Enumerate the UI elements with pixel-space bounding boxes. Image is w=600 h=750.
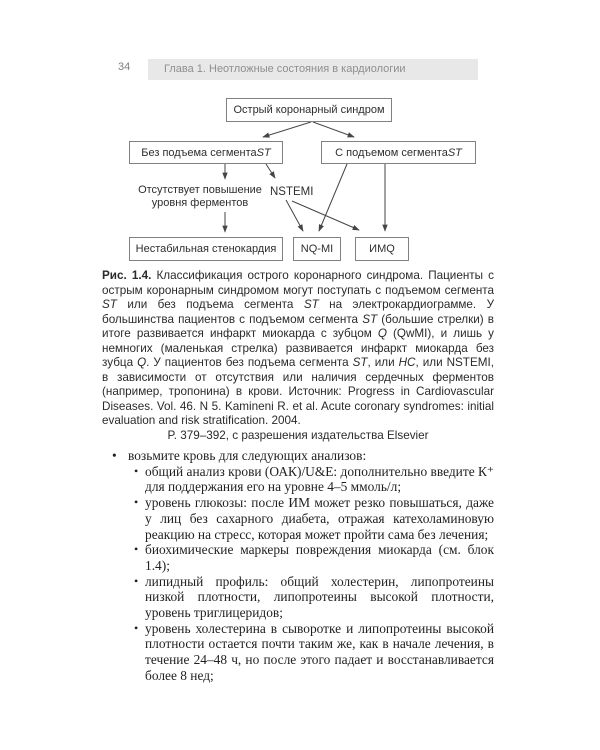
chapter-header-bar: Глава 1. Неотложные состояния в кардиоло…: [148, 59, 478, 80]
label-no-enzyme-rise-line1: Отсутствует повышение: [138, 184, 262, 196]
list-item: • общий анализ крови (ОАК)/U&E: дополнит…: [134, 464, 494, 495]
list-item-text: биохимические маркеры повреждения миокар…: [145, 542, 494, 573]
list-item: • липидный профиль: общий холестерин, ли…: [134, 574, 494, 621]
list-item: • биохимические маркеры повреждения миок…: [134, 542, 494, 573]
arrow-nstemi-to-im-q: [291, 200, 360, 231]
node-acute-coronary-syndrome: Острый коронарный синдром: [226, 98, 392, 122]
node-unstable-angina: Нестабильная стенокардия: [129, 237, 283, 261]
arrow-acs-to-st: [312, 121, 355, 138]
body-sublist: • общий анализ крови (ОАК)/U&E: дополнит…: [134, 464, 494, 684]
list-item-text: общий анализ крови (ОАК)/U&E: дополнител…: [145, 463, 494, 495]
node-no-st-elevation: Без подъема сегмента ST: [129, 141, 283, 164]
chapter-header-text: Глава 1. Неотложные состояния в кардиоло…: [164, 63, 406, 75]
node-st-elevation: С подъемом сегмента ST: [321, 141, 476, 164]
node-im-q: ИМQ: [355, 237, 409, 261]
list-item-text: уровень глюкозы: после ИМ может резко по…: [145, 495, 494, 542]
list-item-text: уровень холестерина в сыворотке и липопр…: [145, 620, 494, 683]
bullet-icon: •: [134, 573, 139, 588]
arrow-no-st-to-nstemi: [265, 163, 276, 179]
arrow-nstemi-to-nq-mi: [285, 199, 304, 232]
figure-caption-source-line: P. 379–392, с разрешения издательства El…: [167, 428, 429, 442]
figure-caption-text: Рис. 1.4. Классификация острого коронарн…: [102, 269, 494, 427]
list-item: • уровень холестерина в сыворотке и липо…: [134, 621, 494, 684]
arrow-acs-to-no-st: [262, 121, 312, 138]
bullet-icon: •: [134, 495, 139, 510]
label-no-enzyme-rise: Отсутствует повышение уровня ферментов: [128, 184, 272, 209]
list-item-text: липидный профиль: общий холестерин, липо…: [145, 573, 494, 621]
bullet-icon: •: [134, 620, 139, 635]
bullet-icon: •: [134, 542, 139, 557]
figure-caption: Рис. 1.4. Классификация острого коронарн…: [102, 269, 494, 443]
bullet-icon: •: [134, 463, 139, 478]
bullet-icon: •: [112, 448, 117, 463]
body-bullet-list: • возьмите кровь для следующих анализов:…: [112, 448, 494, 684]
list-item: • уровень глюкозы: после ИМ может резко …: [134, 495, 494, 542]
page-number: 34: [118, 61, 131, 73]
label-nstemi: NSTEMI: [270, 186, 314, 198]
arrow-st-to-nq-mi: [318, 163, 348, 232]
node-nq-mi: NQ-MI: [293, 237, 341, 261]
list-item-text: возьмите кровь для следующих анализов:: [128, 448, 367, 463]
label-no-enzyme-rise-line2: уровня ферментов: [151, 196, 249, 209]
list-item: • возьмите кровь для следующих анализов:: [112, 448, 494, 464]
